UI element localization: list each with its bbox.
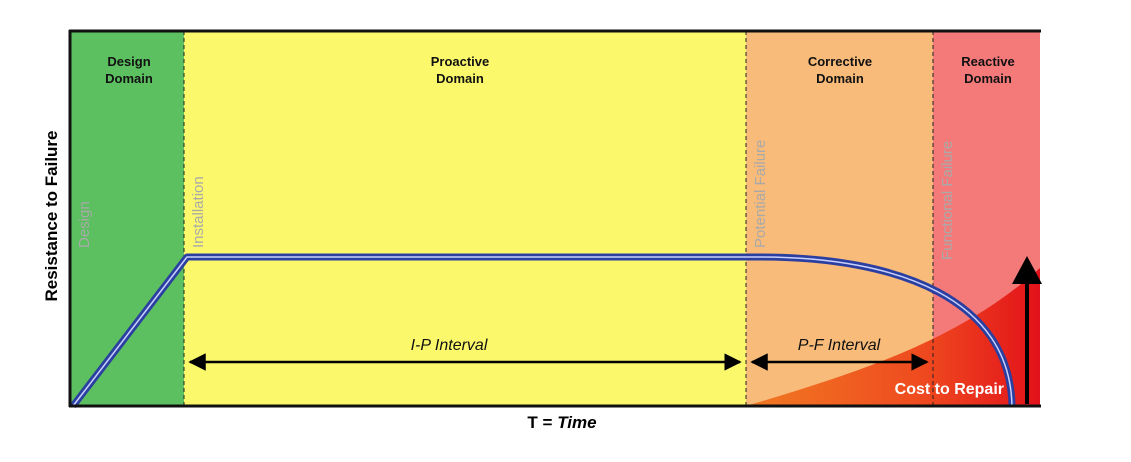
proactive-domain-label-2: Domain (436, 71, 484, 86)
milestone-functional-failure: Functional Failure (939, 141, 956, 260)
proactive-domain-label-1: Proactive (431, 54, 490, 69)
corrective-domain-label-2: Domain (816, 71, 864, 86)
corrective-domain-label-1: Corrective (808, 54, 872, 69)
milestone-installation: Installation (190, 176, 207, 248)
milestone-design: Design (76, 201, 93, 248)
reactive-domain-label-2: Domain (964, 71, 1012, 86)
y-axis-label: Resistance to Failure (42, 130, 61, 301)
design-domain-label-1: Design (107, 54, 150, 69)
reactive-domain-label-1: Reactive (961, 54, 1014, 69)
resistance-curve-highlight (72, 256, 1013, 407)
cost-increase-arrowhead (1012, 256, 1042, 284)
ip-interval-label: I-P Interval (411, 337, 488, 354)
x-axis-label-prefix: T = (527, 413, 557, 432)
cost-to-repair-label: Cost to Repair (895, 381, 1004, 398)
cost-to-repair-area (746, 268, 1040, 406)
milestone-potential-failure: Potential Failure (752, 140, 769, 248)
x-axis-label: T = Time (527, 413, 596, 432)
design-domain-label-2: Domain (105, 71, 153, 86)
pf-interval-label: P-F Interval (798, 337, 881, 354)
proactive-domain-zone (184, 31, 746, 406)
x-axis-label-emphasis: Time (557, 413, 596, 432)
corrective-domain-zone (746, 31, 933, 406)
design-domain-zone (70, 31, 184, 406)
